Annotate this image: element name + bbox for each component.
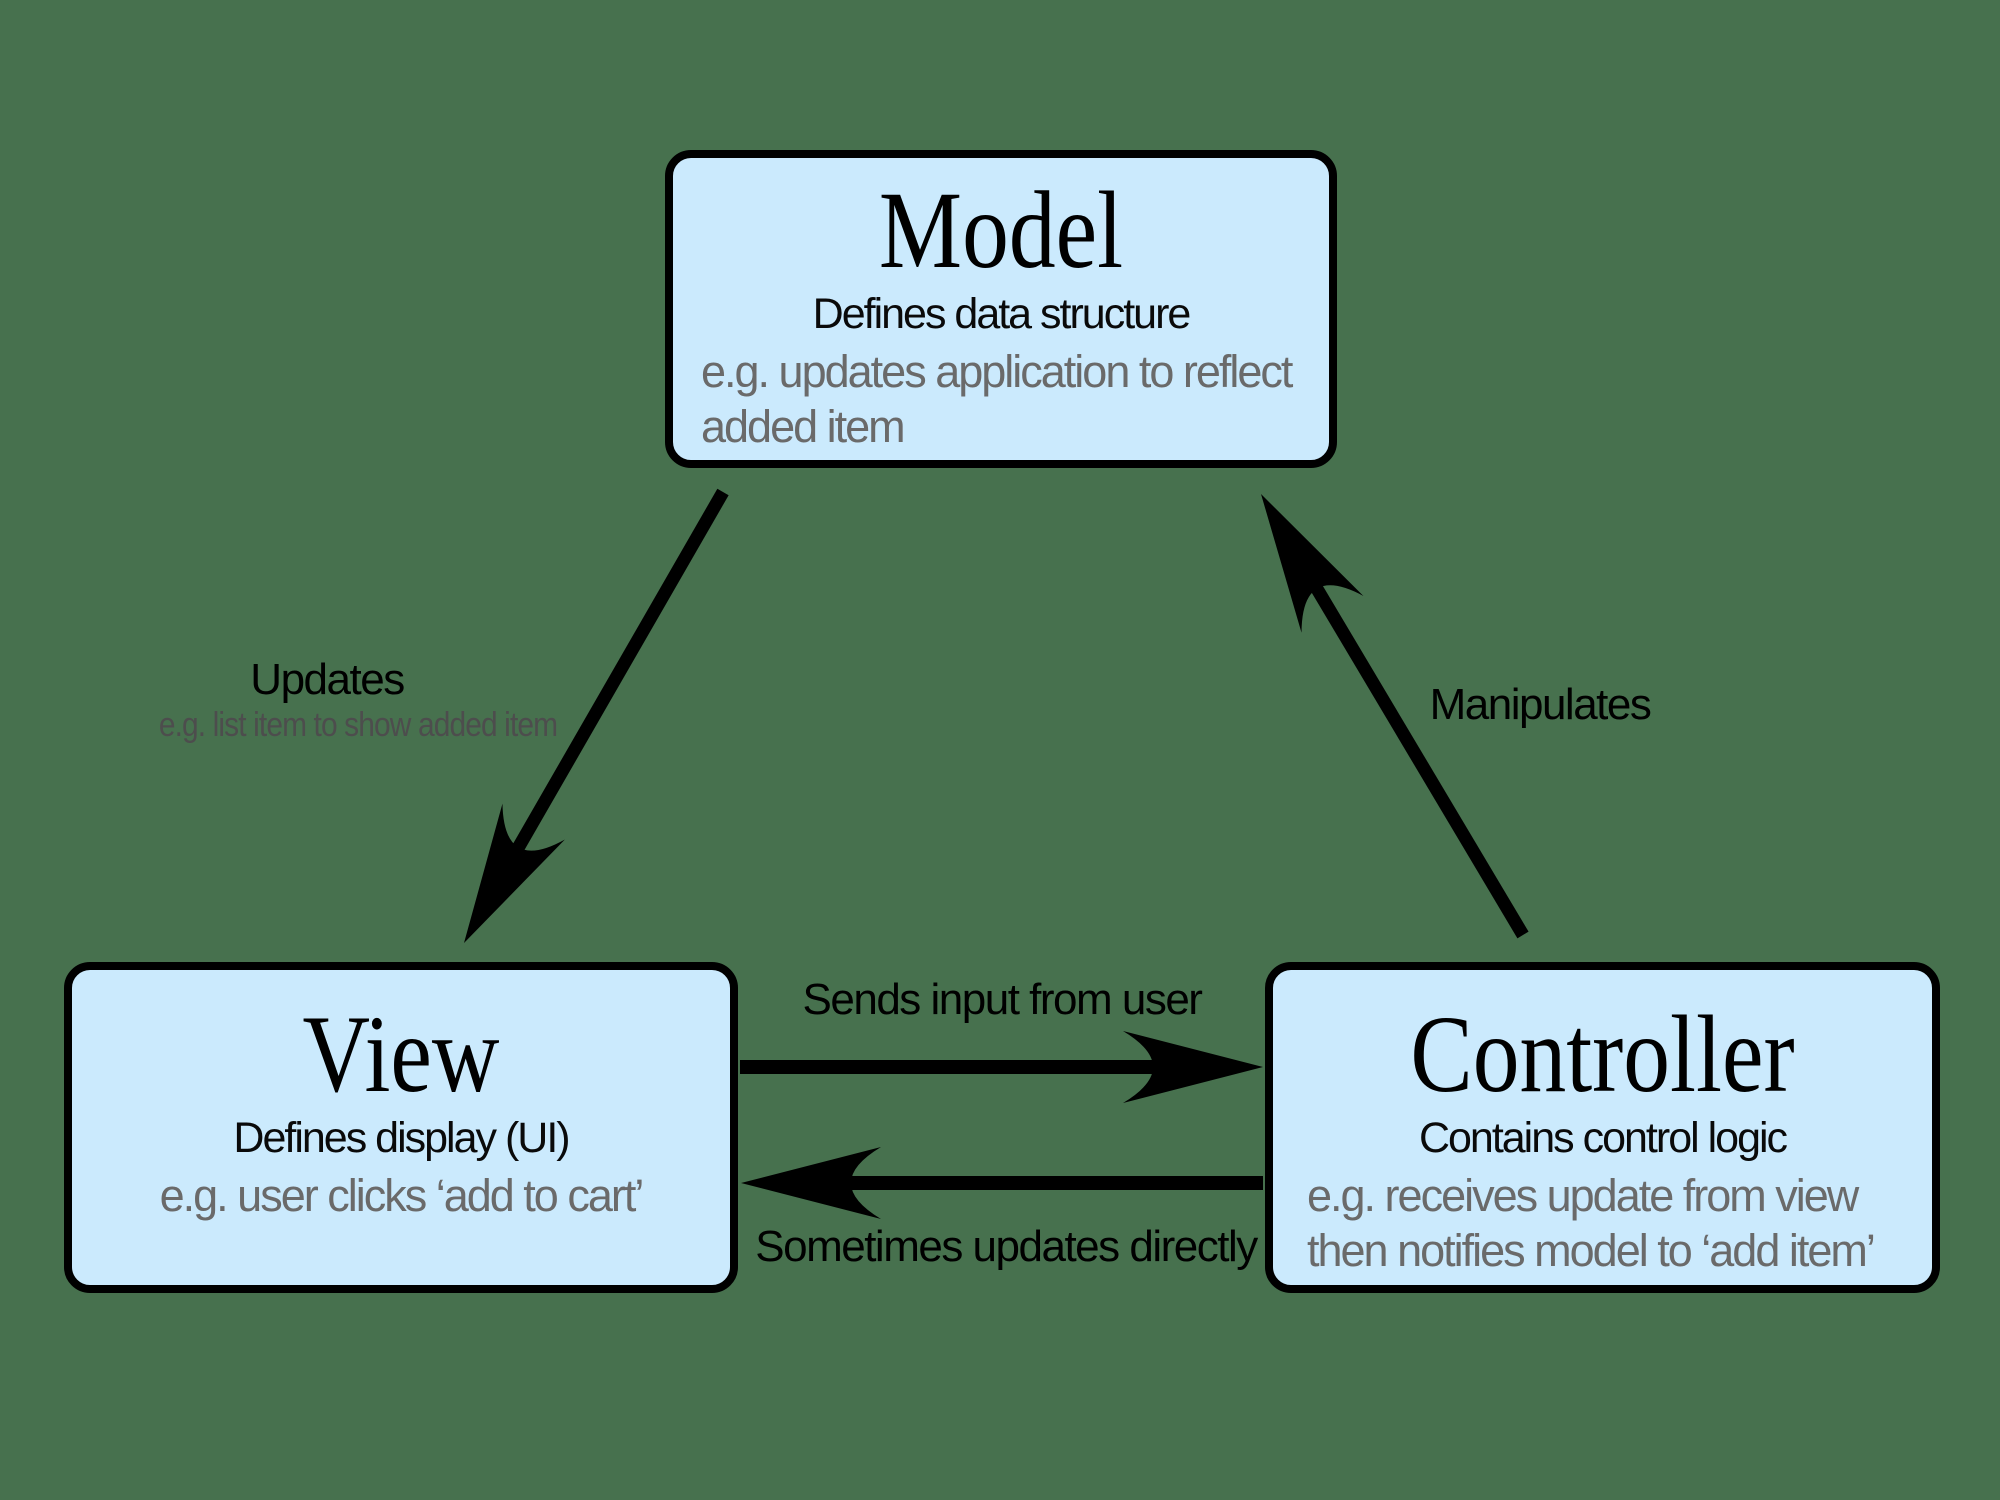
view-example-line-1: e.g. user clicks ‘add to cart’ — [159, 1170, 645, 1221]
updates-arrow-line — [500, 488, 729, 873]
model-box: Model Defines data structure e.g. update… — [665, 150, 1337, 468]
model-example-line-2: added item — [701, 401, 906, 452]
sends-input-arrow-label: Sends input from user — [802, 975, 1203, 1024]
sometimes-updates-arrowhead-icon — [741, 1147, 881, 1219]
updates-arrow-sublabel: e.g. list item to show added item — [158, 706, 558, 744]
view-box: View Defines display (UI) e.g. user clic… — [64, 962, 738, 1293]
sometimes-updates-arrow-label: Sometimes updates directly — [755, 1222, 1258, 1271]
model-example-line-1: e.g. updates application to reflect — [701, 346, 1293, 397]
controller-box: Controller Contains control logic e.g. r… — [1265, 962, 1940, 1293]
view-title: View — [302, 993, 500, 1115]
manipulates-arrow-label: Manipulates — [1429, 680, 1652, 729]
view-subtitle: Defines display (UI) — [233, 1114, 570, 1162]
sometimes-updates-arrow — [741, 1147, 1263, 1219]
model-title: Model — [878, 169, 1124, 291]
updates-arrow — [464, 488, 729, 943]
controller-title: Controller — [1410, 993, 1795, 1115]
manipulates-arrowhead-icon — [1261, 494, 1364, 633]
updates-arrow-label: Updates — [250, 655, 405, 704]
manipulates-arrow-line — [1298, 563, 1529, 939]
controller-example-line-1: e.g. receives update from view — [1307, 1170, 1859, 1221]
manipulates-arrow — [1261, 494, 1529, 939]
sends-input-arrowhead-icon — [1123, 1031, 1263, 1103]
updates-arrowhead-icon — [464, 803, 565, 943]
controller-subtitle: Contains control logic — [1418, 1114, 1788, 1162]
sends-input-arrow — [740, 1031, 1263, 1103]
model-subtitle: Defines data structure — [812, 290, 1192, 338]
controller-example-line-2: then notifies model to ‘add item’ — [1307, 1225, 1876, 1276]
